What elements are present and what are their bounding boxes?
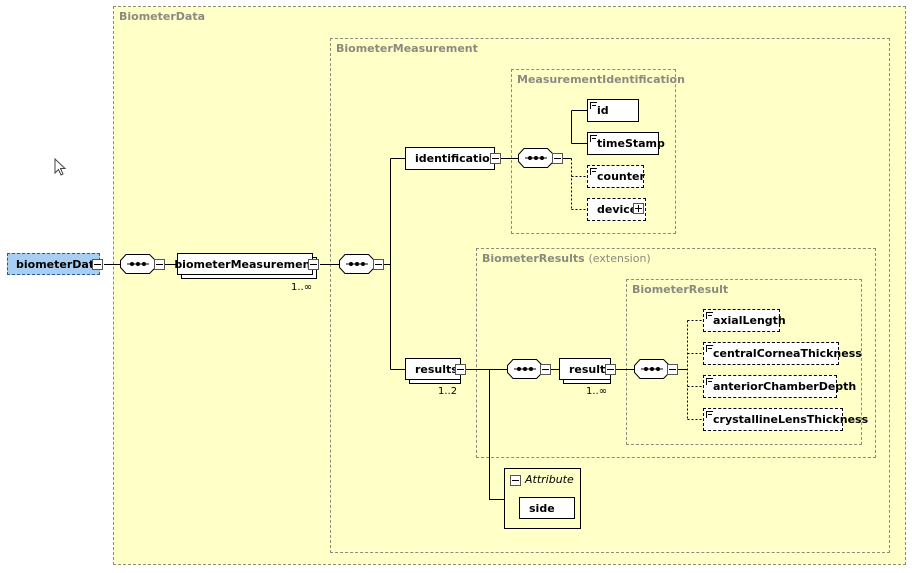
sequence-icon: [518, 148, 554, 168]
element-label: results: [415, 362, 458, 376]
element-label: result: [569, 362, 606, 376]
element-central-cornea-thickness[interactable]: centralCorneaThickness: [703, 342, 862, 365]
collapse-icon[interactable]: [540, 364, 551, 375]
element-device[interactable]: device: [587, 198, 646, 221]
root-element-label: biometerData: [16, 257, 102, 271]
element-identification[interactable]: identification: [405, 147, 498, 170]
sequence-compositor-3[interactable]: [518, 148, 554, 168]
element-label: axialLength: [713, 314, 786, 327]
element-results[interactable]: results: [405, 358, 461, 380]
attribute-group-title: Attribute: [525, 473, 574, 486]
element-anterior-chamber-depth[interactable]: anteriorChamberDepth: [703, 375, 856, 398]
element-label: anteriorChamberDepth: [713, 380, 857, 393]
multiplicity-biometer-measurement: 1..∞: [291, 282, 313, 293]
element-label: counter: [597, 170, 645, 183]
collapse-icon[interactable]: [552, 153, 563, 164]
collapse-icon[interactable]: [154, 259, 165, 270]
element-result[interactable]: result: [559, 358, 611, 380]
sequence-icon: [634, 359, 670, 379]
element-label: biometerMeasurement: [174, 257, 316, 271]
element-counter[interactable]: counter: [587, 165, 645, 188]
element-label: identification: [415, 152, 498, 165]
mouse-pointer-icon: [54, 158, 67, 176]
collapse-icon[interactable]: [490, 153, 501, 164]
simple-type-icon: [706, 411, 713, 418]
element-label: timeStamp: [597, 137, 665, 150]
multiplicity-results: 1..2: [438, 386, 458, 397]
region-title-measurement-identification: MeasurementIdentification: [517, 73, 685, 86]
region-title-biometer-measurement: BiometerMeasurement: [336, 42, 478, 55]
simple-type-icon: [590, 168, 597, 175]
collapse-icon[interactable]: [667, 364, 678, 375]
element-label: centralCorneaThickness: [713, 347, 862, 360]
simple-type-icon: [706, 312, 713, 319]
sequence-icon: [507, 359, 543, 379]
region-title-biometer-data: BiometerData: [119, 10, 206, 23]
element-id[interactable]: id: [587, 99, 639, 122]
region-title-biometer-results: BiometerResults (extension): [482, 252, 651, 265]
collapse-icon[interactable]: [373, 259, 384, 270]
extension-label: (extension): [588, 252, 651, 265]
region-title-biometer-result: BiometerResult: [632, 283, 729, 296]
element-label: crystallineLensThickness: [713, 413, 869, 426]
collapse-icon[interactable]: [605, 364, 616, 375]
attribute-group: Attribute side: [504, 468, 581, 529]
element-label: device: [597, 203, 638, 216]
simple-type-icon: [706, 378, 713, 385]
attribute-side[interactable]: side: [519, 497, 575, 519]
element-biometer-measurement[interactable]: biometerMeasurement: [174, 253, 316, 275]
simple-type-icon: [706, 345, 713, 352]
sequence-compositor-1[interactable]: [120, 254, 156, 274]
sequence-compositor-5[interactable]: [634, 359, 670, 379]
simple-type-icon: [590, 102, 597, 109]
sequence-compositor-2[interactable]: [339, 254, 375, 274]
element-crystalline-lens-thickness[interactable]: crystallineLensThickness: [703, 408, 868, 431]
collapse-icon[interactable]: [455, 364, 466, 375]
expand-icon[interactable]: [633, 203, 644, 214]
simple-type-icon: [590, 135, 597, 142]
sequence-icon: [339, 254, 375, 274]
element-axial-length[interactable]: axialLength: [703, 309, 786, 332]
sequence-icon: [120, 254, 156, 274]
root-element-biometer-data[interactable]: biometerData: [7, 253, 102, 275]
collapse-icon[interactable]: [308, 259, 319, 270]
collapse-icon[interactable]: [92, 259, 103, 270]
collapse-icon[interactable]: [510, 475, 521, 486]
attribute-label: side: [529, 501, 555, 515]
element-timestamp[interactable]: timeStamp: [587, 132, 665, 155]
multiplicity-result: 1..∞: [586, 386, 608, 397]
element-label: id: [597, 104, 609, 117]
sequence-compositor-4[interactable]: [507, 359, 543, 379]
